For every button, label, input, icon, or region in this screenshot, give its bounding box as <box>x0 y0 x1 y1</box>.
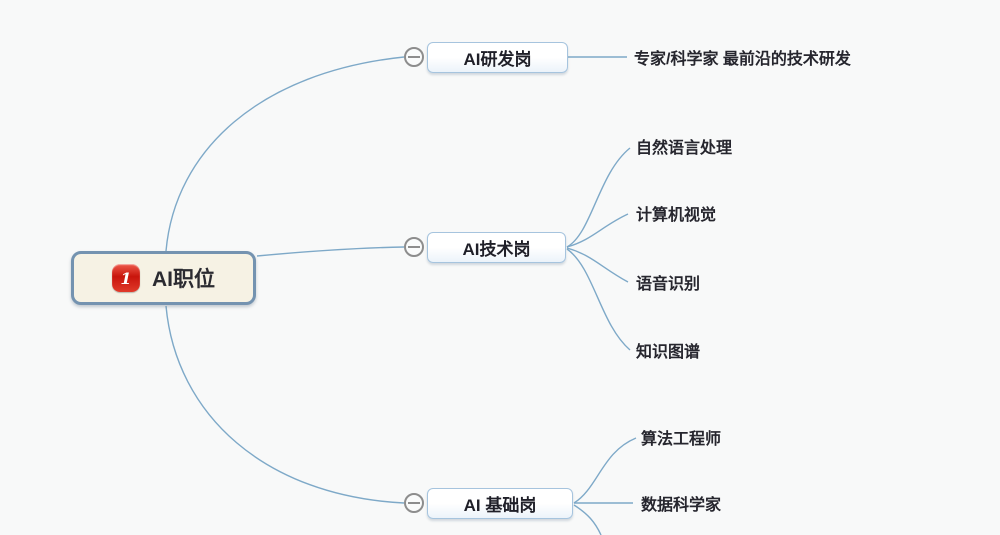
topic-ai-tech[interactable]: AI技术岗 <box>427 232 566 263</box>
connector-tech-to-cv <box>566 213 629 248</box>
leaf-topic-speech-recognition[interactable]: 语音识别 <box>636 276 701 293</box>
connector-root-to-rd <box>165 56 405 252</box>
root-topic-label: AI职位 <box>152 268 215 291</box>
collapse-button-ai-rd[interactable] <box>404 47 424 67</box>
connector-base-to-offscreen-child <box>573 504 602 535</box>
leaf-topic-knowledge-graph[interactable]: 知识图谱 <box>636 344 701 361</box>
connector-tech-to-asr <box>566 247 629 283</box>
priority-1-icon[interactable]: 1 <box>112 264 140 292</box>
connector-tech-to-kg <box>566 248 631 351</box>
connector-root-to-tech <box>256 246 405 257</box>
leaf-topic-expert-scientist[interactable]: 专家/科学家 最前沿的技术研发 <box>634 51 851 68</box>
topic-ai-base[interactable]: AI 基础岗 <box>427 488 573 519</box>
topic-ai-rd[interactable]: AI研发岗 <box>427 42 568 73</box>
connector-tech-to-nlp <box>566 147 631 248</box>
leaf-topic-algorithm-engineer[interactable]: 算法工程师 <box>641 431 722 448</box>
connector-root-to-base <box>165 305 405 504</box>
leaf-topic-nlp[interactable]: 自然语言处理 <box>636 140 733 157</box>
root-topic-ai-positions[interactable]: 1 AI职位 <box>71 251 256 305</box>
leaf-topic-data-scientist[interactable]: 数据科学家 <box>641 497 722 514</box>
collapse-button-ai-base[interactable] <box>404 493 424 513</box>
leaf-topic-computer-vision[interactable]: 计算机视觉 <box>636 207 717 224</box>
connector-base-to-algo <box>573 437 637 504</box>
collapse-button-ai-tech[interactable] <box>404 237 424 257</box>
